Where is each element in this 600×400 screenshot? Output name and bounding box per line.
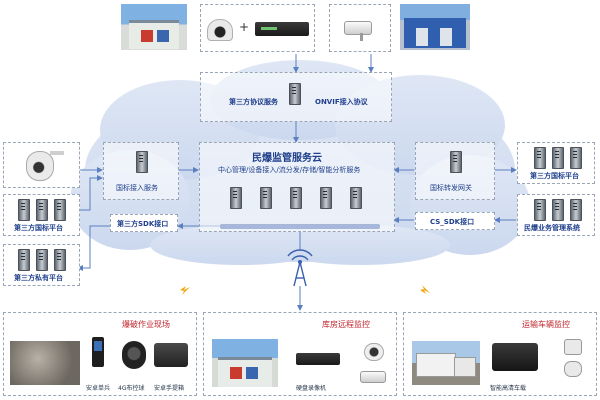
suitcase-icon xyxy=(154,343,188,367)
server-icon xyxy=(36,249,48,271)
bullet-camera-icon xyxy=(360,371,386,383)
blasting-site-panel: 爆破作业现场 安卓单兵 4G布控球 安卓手提箱 xyxy=(3,312,197,396)
speed-dome-icon xyxy=(26,151,54,181)
cloud-service-box: 民爆监管服务云 中心管理/设备接入/流分发/存储/智能分析服务 xyxy=(199,142,395,232)
right-national-platform-label: 第三方国标平台 xyxy=(530,172,579,180)
bullet-camera-icon xyxy=(344,21,372,35)
depot-photo xyxy=(400,4,470,50)
left-camera-box xyxy=(3,142,80,188)
plus-sign: + xyxy=(239,20,250,34)
server-icon xyxy=(36,199,48,221)
server-icon xyxy=(552,199,564,221)
server-icon xyxy=(450,151,462,173)
android-soldier-label: 安卓单兵 xyxy=(86,385,111,392)
warehouse-panel: 库房远程监控 硬盘录像机 xyxy=(203,312,397,396)
4g-ball-label: 4G布控球 xyxy=(118,385,145,392)
transport-title: 运输车辆监控 xyxy=(522,320,570,329)
truck-photo xyxy=(412,341,480,385)
server-icon xyxy=(18,249,30,271)
dvr-label: 硬盘录像机 xyxy=(296,385,327,392)
bullet-camera-box xyxy=(329,4,391,52)
vehicle-dvr-icon xyxy=(492,343,538,371)
ptz-ball-icon xyxy=(122,341,146,369)
third-party-protocol-label: 第三方协议服务 xyxy=(229,98,278,106)
server-icon xyxy=(54,249,66,271)
transport-panel: 运输车辆监控 智能高清车载 xyxy=(403,312,597,396)
server-icon xyxy=(320,187,332,209)
onvif-label: ONVIF接入协议 xyxy=(315,98,368,106)
vehicle-camera-icon xyxy=(564,339,582,355)
server-icon xyxy=(534,199,546,221)
left-private-platform-box: 第三方私有平台 xyxy=(3,244,80,286)
camera-nvr-box: + xyxy=(200,4,315,52)
warehouse-title: 库房远程监控 xyxy=(322,320,370,329)
android-case-label: 安卓手提箱 xyxy=(154,385,185,392)
dome-camera-icon xyxy=(364,343,384,361)
server-icon xyxy=(570,199,582,221)
sdk-left-box: 第三方SDK接口 xyxy=(110,214,178,232)
lightning-icon xyxy=(420,285,430,294)
warehouse-site-photo xyxy=(212,339,278,387)
server-icon xyxy=(289,83,301,105)
sdk-left-label: 第三方SDK接口 xyxy=(117,220,169,228)
vehicle-camera-icon xyxy=(564,361,582,377)
lightning-icon xyxy=(180,286,190,295)
blasting-site-photo xyxy=(10,341,80,385)
cloud-title: 民爆监管服务云 xyxy=(252,153,322,164)
left-national-platform-box: 第三方国标平台 xyxy=(3,194,80,236)
server-icon xyxy=(290,187,302,209)
server-icon xyxy=(230,187,242,209)
server-icon xyxy=(18,199,30,221)
nvr-device-icon xyxy=(255,22,309,36)
server-icon xyxy=(136,151,148,173)
server-icon xyxy=(350,187,362,209)
national-gateway-label: 国标转发网关 xyxy=(430,184,472,192)
sdk-right-label: CS_SDK接口 xyxy=(430,218,475,226)
server-icon xyxy=(552,147,564,169)
cloud-subtitle: 中心管理/设备接入/流分发/存储/智能分析服务 xyxy=(218,166,361,174)
handheld-terminal-icon xyxy=(92,337,104,367)
right-business-system-box: 民爆业务管理系统 xyxy=(517,194,595,236)
left-private-platform-label: 第三方私有平台 xyxy=(14,274,63,282)
protocol-box: 第三方协议服务 ONVIF接入协议 xyxy=(200,72,392,122)
server-icon xyxy=(260,187,272,209)
national-access-label: 国标接入服务 xyxy=(116,184,158,192)
right-business-system-label: 民爆业务管理系统 xyxy=(524,224,580,232)
server-icon xyxy=(570,147,582,169)
sdk-right-box: CS_SDK接口 xyxy=(415,212,495,230)
vehicle-dvr-label: 智能高清车载 xyxy=(490,385,527,392)
server-icon xyxy=(534,147,546,169)
left-national-platform-label: 第三方国标平台 xyxy=(14,224,63,232)
national-gateway-box: 国标转发网关 xyxy=(415,142,495,200)
blasting-site-title: 爆破作业现场 xyxy=(122,320,170,329)
server-icon xyxy=(54,199,66,221)
dvr-icon xyxy=(296,353,340,365)
warehouse-photo xyxy=(121,4,187,50)
right-national-platform-box: 第三方国标平台 xyxy=(517,142,595,184)
dome-camera-icon xyxy=(207,19,233,41)
national-access-box: 国标接入服务 xyxy=(103,142,179,200)
